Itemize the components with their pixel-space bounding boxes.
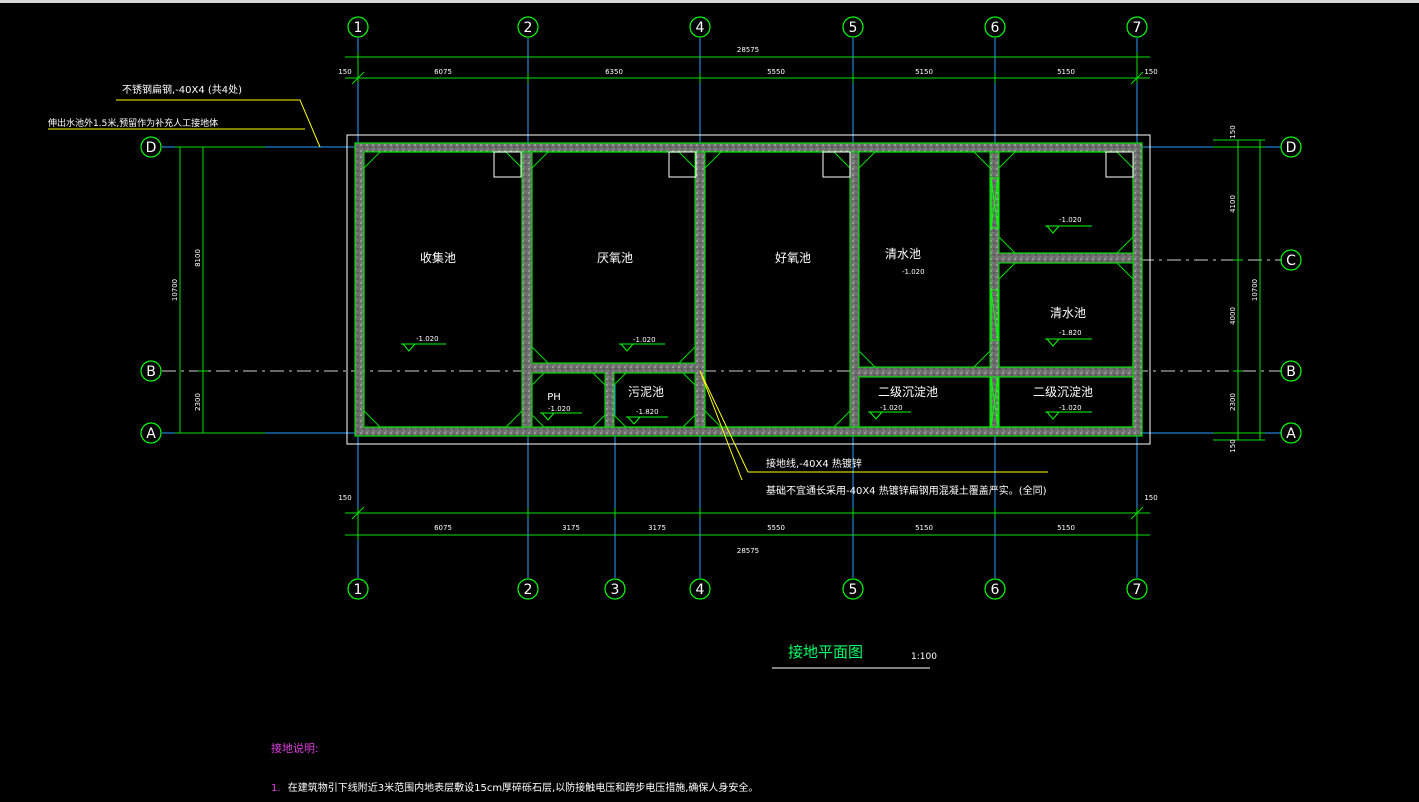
grid-label-d-left: D [146,140,157,156]
room-sed2-label: 二级沉淀池 [1033,385,1093,399]
grid-label-a-left: A [146,426,156,442]
dim-right-total: 10700 [1251,279,1259,301]
dim-top-seg-1: 6075 [434,68,452,76]
grid-label-6-bottom: 6 [991,582,1000,598]
elev-collection: -1.020 [416,335,439,343]
grid-label-1: 1 [354,20,363,36]
dim-bottom-seg-5: 5150 [915,524,933,532]
grid-bubbles-bottom[interactable] [347,578,1148,600]
elev-sed2: -1.020 [1059,404,1082,412]
dim-left-upper: 8100 [194,249,202,267]
annotation-ground-line: 接地线,-40X4 热镀锌 [766,457,862,470]
dim-right-mid: 4000 [1229,307,1237,325]
room-aerobic-label: 好氧池 [775,251,811,265]
elev-sed1: -1.020 [880,404,903,412]
room-collection-label: 收集池 [420,250,456,265]
dim-top-edge-left: 150 [338,68,351,76]
dim-top-total: 28575 [737,46,759,54]
dim-right-edge-top: 150 [1229,125,1237,138]
note-item-1: 1. 在建筑物引下线附近3米范围内地表层敷设15cm厚碎砾石层,以防接触电压和跨… [271,779,758,794]
dim-top-seg-2: 6350 [605,68,623,76]
annotation-lead-out: 伸出水池外1.5米,预留作为补充人工接地体 [48,117,218,129]
leader-lines [48,99,1048,481]
elev-anaerobic: -1.020 [633,336,656,344]
room-sed1-label: 二级沉淀池 [878,385,938,399]
note-item-1-num: 1. [271,783,281,794]
dim-left-total: 10700 [171,279,179,301]
grid-label-5-bottom: 5 [849,582,858,598]
grid-label-b-right: B [1286,364,1296,380]
grid-label-4-bottom: 4 [696,582,705,598]
elev-ph: -1.020 [548,405,571,413]
grid-bubbles-sides[interactable] [140,136,1302,444]
dim-bottom-seg-3: 3175 [648,524,666,532]
grid-label-7: 7 [1133,20,1142,36]
dim-bottom-seg-4: 5550 [767,524,785,532]
grid-bubbles-top[interactable] [347,16,1148,38]
dim-right-low: 2300 [1229,393,1237,411]
elev-clear1: -1.020 [902,268,925,276]
dim-bottom-edge-right: 150 [1144,494,1157,502]
grid-label-a-right: A [1286,426,1296,442]
dim-left-lower: 2300 [194,393,202,411]
room-anaerobic-label: 厌氧池 [597,251,633,265]
axis-lines [162,38,1282,578]
dim-top-seg-4: 5150 [915,68,933,76]
grid-label-d-right: D [1286,140,1297,156]
grid-label-7-bottom: 7 [1133,582,1142,598]
window-top-border [0,0,1419,3]
room-clear2-label: 清水池 [1050,306,1086,320]
room-ph-label: PH [547,392,561,403]
tank-walls[interactable] [355,143,1142,436]
drawing-scale: 1:100 [911,652,937,662]
dim-bottom-seg-2: 3175 [562,524,580,532]
dim-top-seg-5: 5150 [1057,68,1075,76]
wall-edges [354,142,1143,437]
dimension-lines-top [345,52,1150,85]
dim-bottom-seg-1: 6075 [434,524,452,532]
grid-label-2-bottom: 2 [524,582,533,598]
elev-clear2: -1.820 [1059,329,1082,337]
grid-label-2: 2 [524,20,533,36]
dimension-lines-left [175,146,265,434]
slab-outline [346,134,1151,445]
elev-upper-right: -1.020 [1059,216,1082,224]
grid-label-b-left: B [146,364,156,380]
dim-bottom-seg-6: 5150 [1057,524,1075,532]
dimension-lines-right [1213,139,1265,441]
grid-label-3-bottom: 3 [611,582,620,598]
room-clear1-label: 清水池 [885,247,921,261]
dim-right-edge-bottom: 150 [1229,439,1237,452]
grid-label-4: 4 [696,20,705,36]
grid-label-1-bottom: 1 [354,582,363,598]
grounding-bar [990,177,999,428]
grid-label-6: 6 [991,20,1000,36]
drawing-title[interactable]: 接地平面图 [788,643,863,661]
dim-bottom-edge-left: 150 [338,494,351,502]
dim-top-seg-3: 5550 [767,68,785,76]
annotation-steel-top: 不锈钢扁钢,-40X4 (共4处) [122,83,242,96]
dim-right-top: 4100 [1229,195,1237,213]
grid-label-5: 5 [849,20,858,36]
room-sludge-label: 污泥池 [628,385,664,399]
manhole-openings [493,151,1134,178]
grid-label-c-right: C [1286,253,1296,269]
elevation-markers [401,225,1092,425]
note-item-1-text: 在建筑物引下线附近3米范围内地表层敷设15cm厚碎砾石层,以防接触电压和跨步电压… [287,783,759,794]
dim-bottom-total: 28575 [737,547,759,555]
notes-title: 接地说明: [271,742,319,755]
annotation-foundation: 基础不宜通长采用-40X4 热镀锌扁钢用混凝土覆盖严实。(全同) [766,484,1047,497]
haunch-corners [363,151,1134,428]
elev-sludge: -1.820 [636,408,659,416]
dimension-lines-bottom [345,506,1150,540]
dim-top-edge-right: 150 [1144,68,1157,76]
